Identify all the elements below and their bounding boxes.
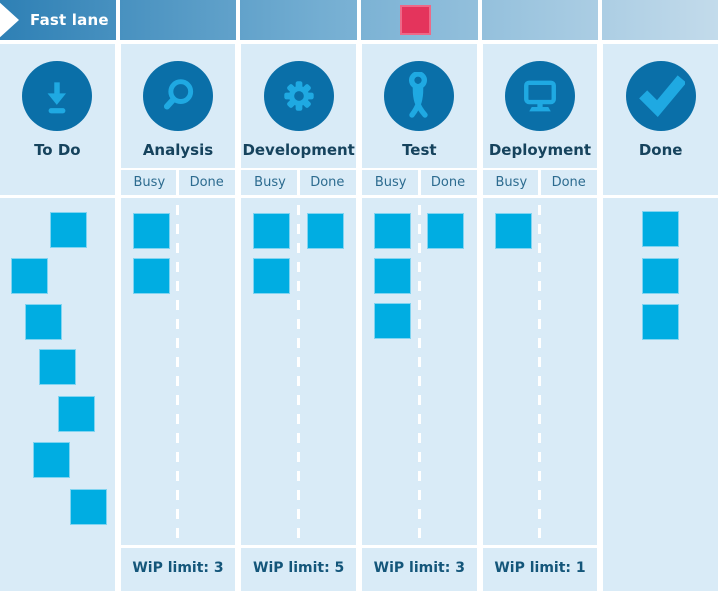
busy-label: Busy xyxy=(133,175,166,190)
fast-lane-banner: Fast lane xyxy=(0,0,718,40)
task-card[interactable] xyxy=(58,396,95,432)
task-card[interactable] xyxy=(373,258,411,294)
wip-limit-label: WiP limit: 1 xyxy=(482,545,598,591)
column-title: Done xyxy=(638,141,683,159)
cards-area xyxy=(120,195,236,545)
lane-divider xyxy=(598,0,603,40)
wip-limit-label: WiP limit: 5 xyxy=(241,545,356,591)
task-card[interactable] xyxy=(373,213,411,249)
lane-divider xyxy=(236,0,241,40)
done-label: Done xyxy=(189,175,224,190)
cards-area xyxy=(361,195,477,545)
column-header: Development xyxy=(241,44,356,168)
busy-cards-stack xyxy=(121,198,178,545)
done-label: Done xyxy=(551,175,586,190)
busy-done-separator xyxy=(417,170,421,195)
busy-cards-stack xyxy=(483,198,540,545)
task-card[interactable] xyxy=(642,304,680,340)
task-card[interactable] xyxy=(39,349,76,385)
busy-done-subheader: Busy Done xyxy=(120,168,236,195)
done-label: Done xyxy=(310,175,345,190)
busy-cards-stack xyxy=(362,198,419,545)
column-title: To Do xyxy=(34,141,81,159)
magnifier-icon xyxy=(142,61,213,131)
check-icon xyxy=(625,61,696,131)
done-cards-stack xyxy=(419,198,476,545)
task-card[interactable] xyxy=(132,213,170,249)
column-title: Test xyxy=(402,141,437,159)
busy-done-dashed-divider xyxy=(176,205,180,538)
column-header: Done xyxy=(603,44,718,195)
column-header: To Do xyxy=(0,44,115,195)
busy-done-dashed-divider xyxy=(297,205,301,538)
download-icon xyxy=(22,61,93,131)
task-card[interactable] xyxy=(642,211,680,247)
task-card[interactable] xyxy=(427,213,465,249)
task-card[interactable] xyxy=(253,258,291,294)
task-card[interactable] xyxy=(306,213,344,249)
task-card[interactable] xyxy=(25,304,62,340)
lane-divider xyxy=(357,0,361,40)
task-card[interactable] xyxy=(50,212,87,248)
busy-label: Busy xyxy=(254,175,286,190)
cards-area xyxy=(603,195,718,591)
task-card[interactable] xyxy=(494,213,532,249)
fast-lane-card[interactable] xyxy=(400,5,431,35)
done-cards-stack xyxy=(178,198,235,545)
wip-limit-label: WiP limit: 3 xyxy=(120,545,236,591)
done-label: Done xyxy=(430,175,466,190)
lane-divider xyxy=(477,0,482,40)
cards-area xyxy=(482,195,598,545)
lane-divider xyxy=(115,0,120,40)
task-card[interactable] xyxy=(11,258,48,294)
busy-done-separator xyxy=(297,170,301,195)
monitor-icon xyxy=(504,61,575,131)
done-cards-stack xyxy=(299,198,356,545)
fast-lane-label: Fast lane xyxy=(30,11,109,29)
busy-done-separator xyxy=(176,170,180,195)
column-done: Done xyxy=(603,44,718,591)
busy-done-separator xyxy=(538,170,542,195)
wip-limit-label: WiP limit: 3 xyxy=(361,545,477,591)
busy-done-subheader: Busy Done xyxy=(482,168,598,195)
ribbon-icon xyxy=(384,61,455,131)
done-cards-stack xyxy=(540,198,597,545)
column-header: Deployment xyxy=(483,44,598,168)
fast-lane-chevron-icon xyxy=(0,2,19,38)
cards-area xyxy=(0,195,115,591)
column-title: Development xyxy=(242,141,355,159)
task-card[interactable] xyxy=(642,258,680,294)
column-header: Test xyxy=(362,44,477,168)
busy-done-subheader: Busy Done xyxy=(361,168,477,195)
busy-label: Busy xyxy=(495,175,528,190)
task-card[interactable] xyxy=(70,489,107,525)
task-card[interactable] xyxy=(33,442,70,478)
cards-area xyxy=(241,195,356,545)
task-card[interactable] xyxy=(373,303,411,339)
gear-icon xyxy=(263,61,334,131)
task-card[interactable] xyxy=(132,258,170,294)
busy-label: Busy xyxy=(374,175,407,190)
task-card[interactable] xyxy=(253,213,291,249)
busy-done-subheader: Busy Done xyxy=(241,168,356,195)
busy-cards-stack xyxy=(241,198,298,545)
column-to-do: To Do xyxy=(0,44,115,591)
column-title: Deployment xyxy=(488,141,592,159)
busy-done-dashed-divider xyxy=(538,205,542,538)
busy-done-dashed-divider xyxy=(417,205,421,538)
column-header: Analysis xyxy=(121,44,236,168)
column-title: Analysis xyxy=(142,141,214,159)
